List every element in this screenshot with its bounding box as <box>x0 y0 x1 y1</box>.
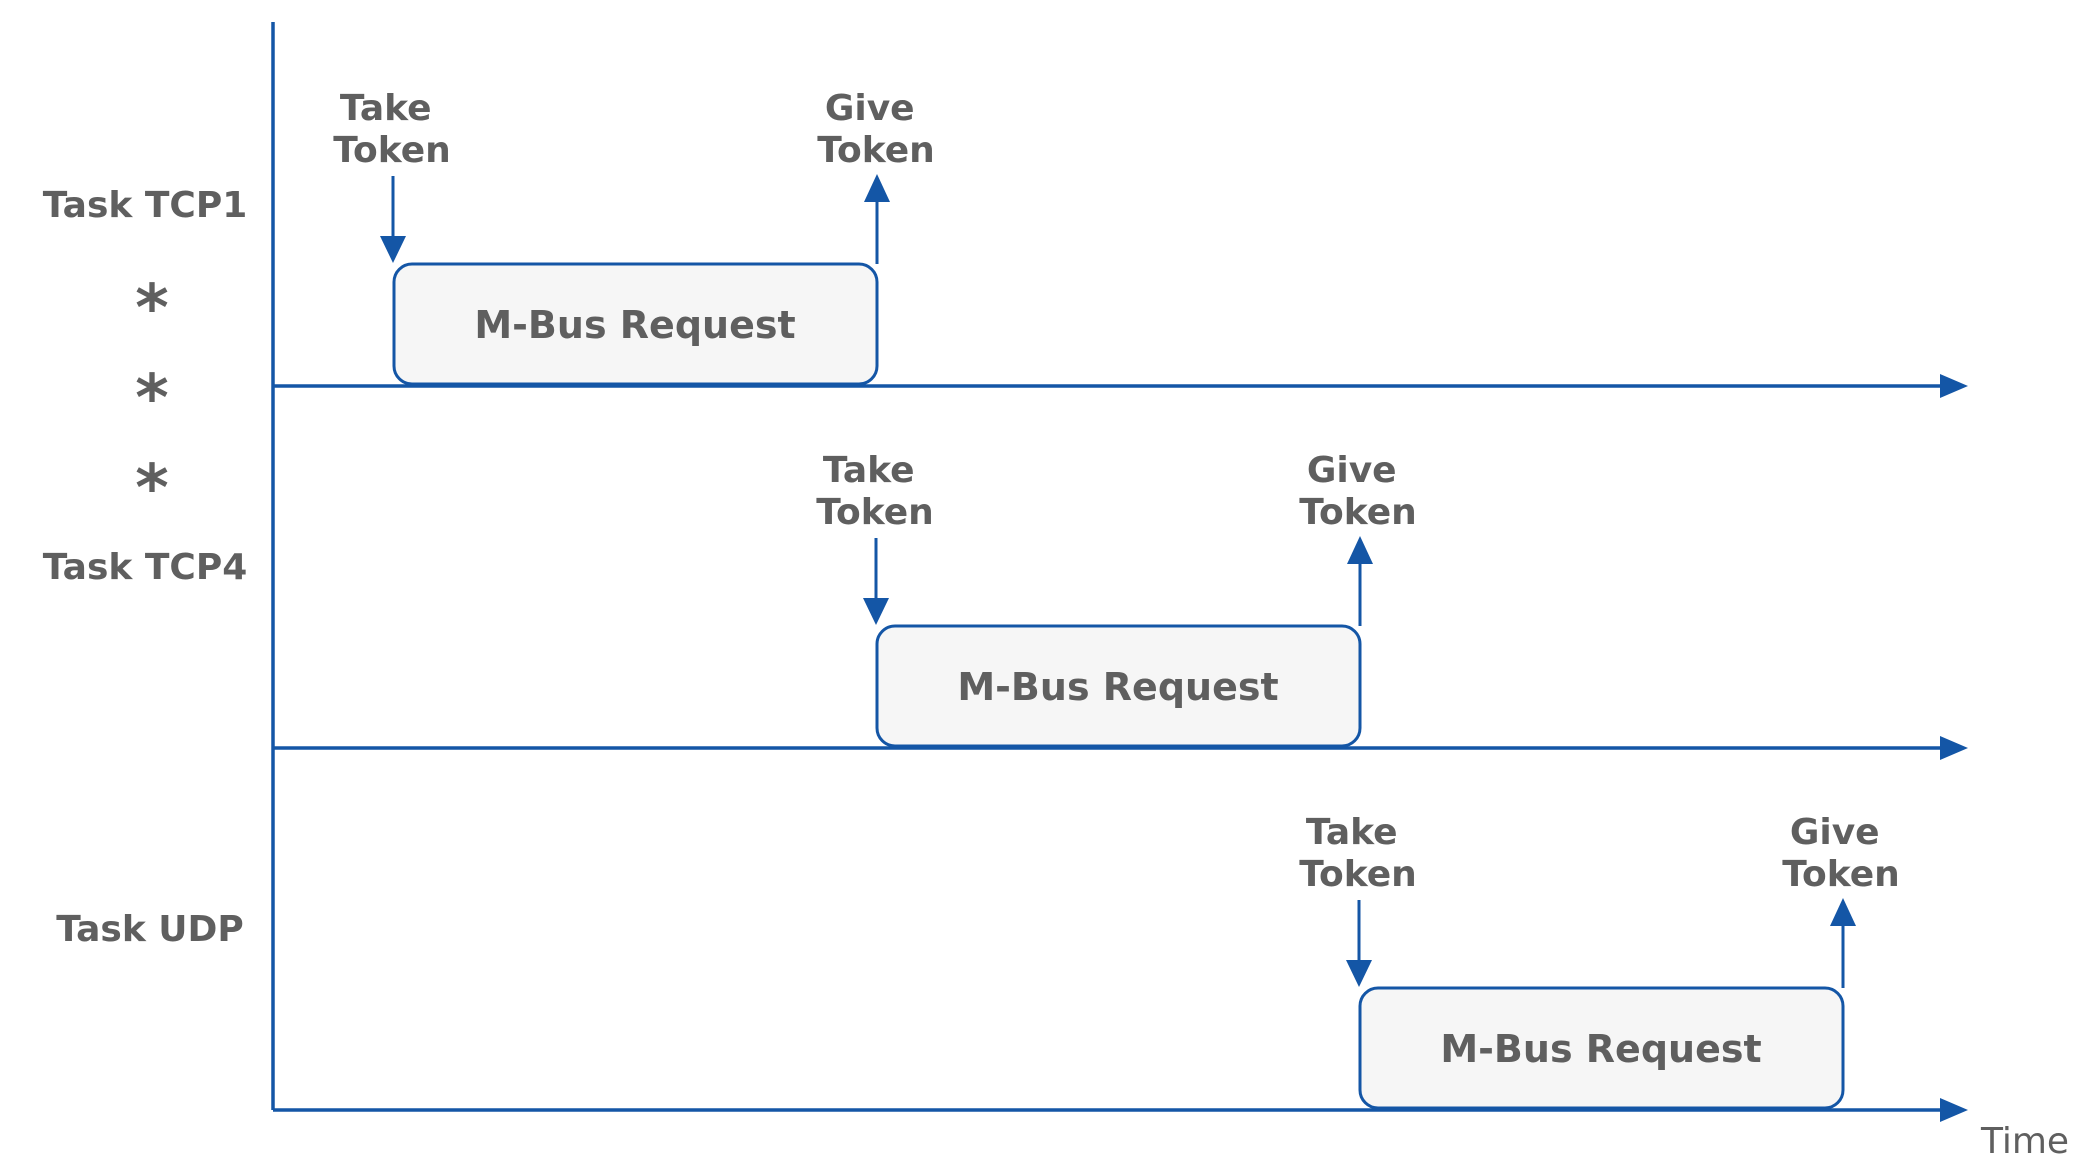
mbus-request-label-tcp4: M-Bus Request <box>957 665 1278 709</box>
task-label-udp: Task UDP <box>56 909 244 950</box>
take-token-arrowhead-tcp1 <box>380 236 406 263</box>
time-axis-udp-arrowhead <box>1940 1098 1968 1122</box>
separator-star: * <box>135 362 168 436</box>
give-token-arrowhead-udp <box>1830 898 1856 926</box>
take-token-label-tcp4: Take Token <box>816 450 934 533</box>
take-token-arrowhead-tcp4 <box>863 598 889 625</box>
take-token-label-udp: Take Token <box>1299 812 1417 895</box>
mbus-request-box-tcp1 <box>392 262 879 386</box>
take-token-arrowhead-udp <box>1346 960 1372 987</box>
give-token-label-tcp1: Give Token <box>817 88 935 171</box>
give-token-arrowhead-tcp1 <box>864 174 890 202</box>
give-token-label-udp: Give Token <box>1782 812 1900 895</box>
separator-star: * <box>135 452 168 526</box>
mbus-request-box-tcp4 <box>875 624 1362 748</box>
time-axis-tcp4-arrowhead <box>1940 736 1968 760</box>
mbus-request-label-tcp1: M-Bus Request <box>474 303 795 347</box>
time-axis-label: Time <box>1980 1121 2069 1162</box>
take-token-label-tcp1: Take Token <box>333 88 451 171</box>
task-label-tcp4: Task TCP4 <box>43 547 248 588</box>
mbus-request-box-udp <box>1358 986 1845 1110</box>
give-token-arrowhead-tcp4 <box>1347 536 1373 564</box>
separator-star: * <box>135 272 168 346</box>
give-token-label-tcp4: Give Token <box>1299 450 1417 533</box>
mbus-request-label-udp: M-Bus Request <box>1440 1027 1761 1071</box>
time-axis-tcp1-arrowhead <box>1940 374 1968 398</box>
task-label-tcp1: Task TCP1 <box>43 185 248 226</box>
